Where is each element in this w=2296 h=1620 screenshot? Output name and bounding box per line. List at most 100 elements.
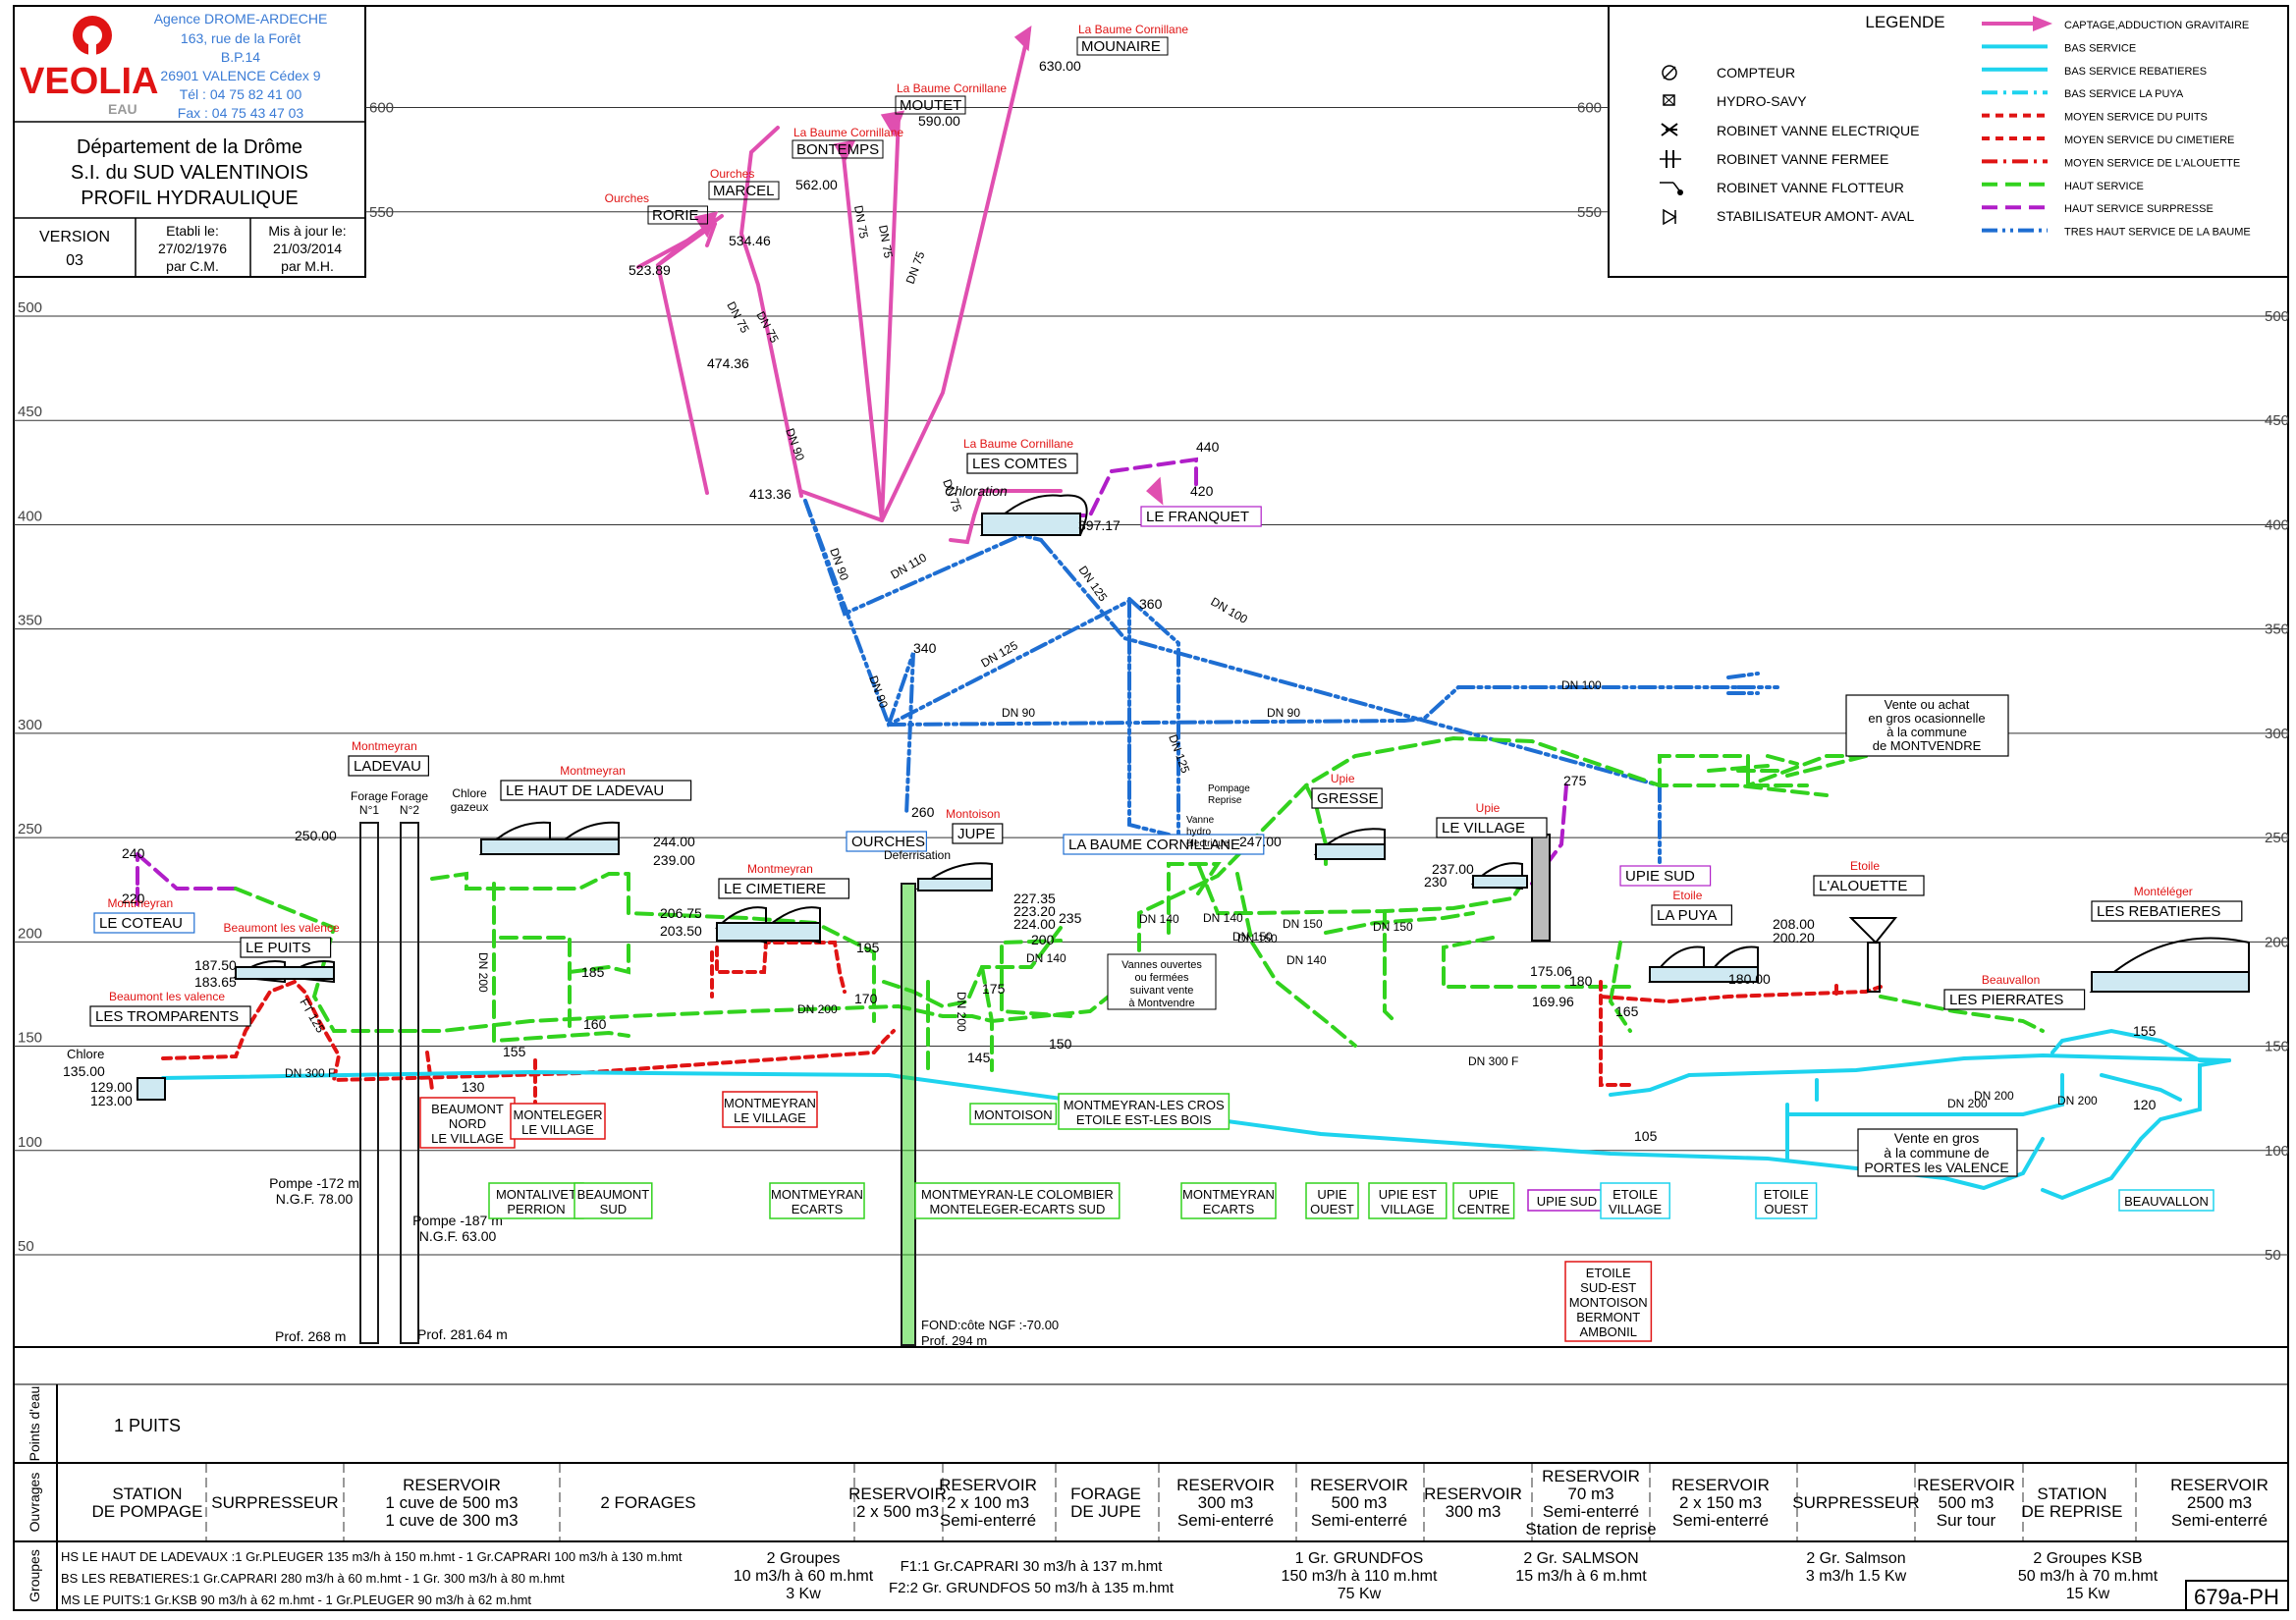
elevation-label: 170 bbox=[854, 991, 878, 1006]
pipe-diameter-label: DN 150 bbox=[1373, 920, 1413, 934]
site-box bbox=[952, 823, 1004, 844]
ouvrage-cell-line: Semi-enterré bbox=[940, 1511, 1036, 1530]
legend-line-entry: MOYEN SERVICE DE L'ALOUETTE bbox=[1982, 157, 2240, 169]
site-box bbox=[240, 937, 332, 958]
pompe2-label: Pompe -187 mN.G.F. 63.00 bbox=[412, 1213, 503, 1244]
pompe1-label: Pompe -172 mN.G.F. 78.00 bbox=[269, 1175, 359, 1207]
station-tromparents bbox=[137, 1077, 166, 1101]
vannes-note-line: suivant vente bbox=[1130, 985, 1194, 997]
distribution-box-frame bbox=[1600, 1182, 1670, 1219]
elevation-label: 203.50 bbox=[660, 923, 702, 939]
site-name: UPIE SUD bbox=[1625, 868, 1695, 885]
hatched-column bbox=[1531, 834, 1551, 942]
site-commune: Montmeyran bbox=[352, 739, 417, 753]
agency-line: Tél : 04 75 82 41 00 bbox=[180, 86, 302, 102]
axis-tick-left: 300 bbox=[18, 717, 42, 733]
pipe-diameter-label: DN 200 bbox=[1947, 1097, 1988, 1110]
distribution-box-frame bbox=[574, 1182, 653, 1219]
site-box bbox=[966, 453, 1078, 474]
source-commune: La Baume Cornillane bbox=[1078, 23, 1188, 36]
maj-date: 21/03/2014 bbox=[273, 241, 342, 256]
distribution-box-line: ETOILE bbox=[1613, 1187, 1658, 1202]
pipe-diameter-label: DN 140 bbox=[1286, 953, 1327, 967]
site-box bbox=[2091, 900, 2243, 922]
distribution-box-line: UPIE bbox=[1469, 1187, 1500, 1202]
deferrisation-label: Deferrisation bbox=[884, 848, 951, 862]
distribution-box-line: ECARTS bbox=[792, 1202, 844, 1216]
vente-portes-line: Vente en gros bbox=[1894, 1130, 1979, 1146]
reservoir-cimetiere bbox=[715, 906, 821, 945]
source-elevation: 590.00 bbox=[918, 113, 960, 129]
distribution-box-line: MONTMEYRAN bbox=[771, 1187, 863, 1202]
elevation-label: 420 bbox=[1190, 483, 1214, 499]
pipe-diameter-label: DN 300 F bbox=[1468, 1054, 1518, 1068]
brand-sub: EAU bbox=[108, 101, 137, 117]
ouvrage-cell-line: 2 x 150 m3 bbox=[1679, 1493, 1762, 1512]
distribution-box-line: BERMONT bbox=[1576, 1310, 1640, 1324]
source-box bbox=[895, 95, 966, 115]
elevation-label: 239.00 bbox=[653, 852, 695, 868]
site-commune: Montmeyran bbox=[747, 862, 813, 876]
legend-symbol-label: ROBINET VANNE FLOTTEUR bbox=[1717, 180, 1904, 195]
axis-tick-left: 200 bbox=[18, 925, 42, 942]
distribution-box-frame bbox=[1452, 1182, 1515, 1219]
pompage-reprise-label-line: Pompage bbox=[1208, 783, 1250, 794]
pompe2-label-line: N.G.F. 63.00 bbox=[419, 1228, 497, 1244]
sheet-frame bbox=[13, 5, 2289, 1611]
site-name: LES COMTES bbox=[972, 456, 1067, 472]
ouvrage-cell-line: FORAGE bbox=[1070, 1485, 1141, 1503]
distribution-box-line: MONTMEYRAN bbox=[1182, 1187, 1275, 1202]
groupe-line: MS LE PUITS:1 Gr.KSB 90 m3/h à 62 m.hmt … bbox=[61, 1593, 531, 1607]
axis-tick-left: 550 bbox=[369, 204, 394, 221]
site-name: LES PIERRATES bbox=[1949, 992, 2063, 1008]
axis-tick-left: 450 bbox=[18, 404, 42, 420]
site-commune: Montmeyran bbox=[560, 764, 626, 778]
distribution-box-frame bbox=[510, 1103, 606, 1140]
site-commune: Etoile bbox=[1672, 889, 1702, 902]
site-name: LE COTEAU bbox=[99, 915, 183, 932]
legend-symbol-label: COMPTEUR bbox=[1717, 65, 1795, 81]
agency-line: B.P.14 bbox=[221, 49, 260, 65]
ouvrage-cell-line: RESERVOIR bbox=[403, 1476, 501, 1494]
axis-tick-left: 150 bbox=[18, 1030, 42, 1047]
elevation-label: 224.00 bbox=[1013, 916, 1056, 932]
source-commune: La Baume Cornillane bbox=[897, 81, 1007, 95]
ouvrage-cell-line: Semi-enterré bbox=[1177, 1511, 1274, 1530]
axis-tick-right: 450 bbox=[2265, 412, 2289, 429]
ouvrage-cell-line: 2 x 100 m3 bbox=[947, 1493, 1029, 1512]
reservoir-rebatieres bbox=[2089, 937, 2250, 993]
distribution-box-line: UPIE EST bbox=[1379, 1187, 1437, 1202]
groupe-cell-line: 15 Kw bbox=[2066, 1586, 2110, 1602]
site-commune: Montoison bbox=[946, 807, 1000, 821]
ouvrage-cell-line: 1 cuve de 300 m3 bbox=[385, 1511, 518, 1530]
elevation-label: 474.36 bbox=[707, 355, 749, 371]
title-line: S.I. du SUD VALENTINOIS bbox=[71, 162, 308, 184]
axis-tick-right: 400 bbox=[2265, 516, 2289, 533]
distribution-box-line: SUD bbox=[600, 1202, 627, 1216]
elevation-label: 175 bbox=[982, 981, 1006, 997]
elevation-label: 187.50 bbox=[194, 957, 237, 973]
points-cell: 1 PUITS bbox=[114, 1416, 181, 1435]
distribution-box-line: NORD bbox=[449, 1116, 486, 1131]
vente-montvendre-line: de MONTVENDRE bbox=[1873, 738, 1982, 753]
source-name: MOUTET bbox=[900, 97, 961, 114]
ouvrage-cell: SURPRESSEUR bbox=[211, 1493, 338, 1512]
groupe-line: F2:2 Gr. GRUNDFOS 50 m3/h à 135 m.hmt bbox=[889, 1580, 1175, 1596]
distribution-box-line: UPIE SUD bbox=[1537, 1194, 1597, 1209]
